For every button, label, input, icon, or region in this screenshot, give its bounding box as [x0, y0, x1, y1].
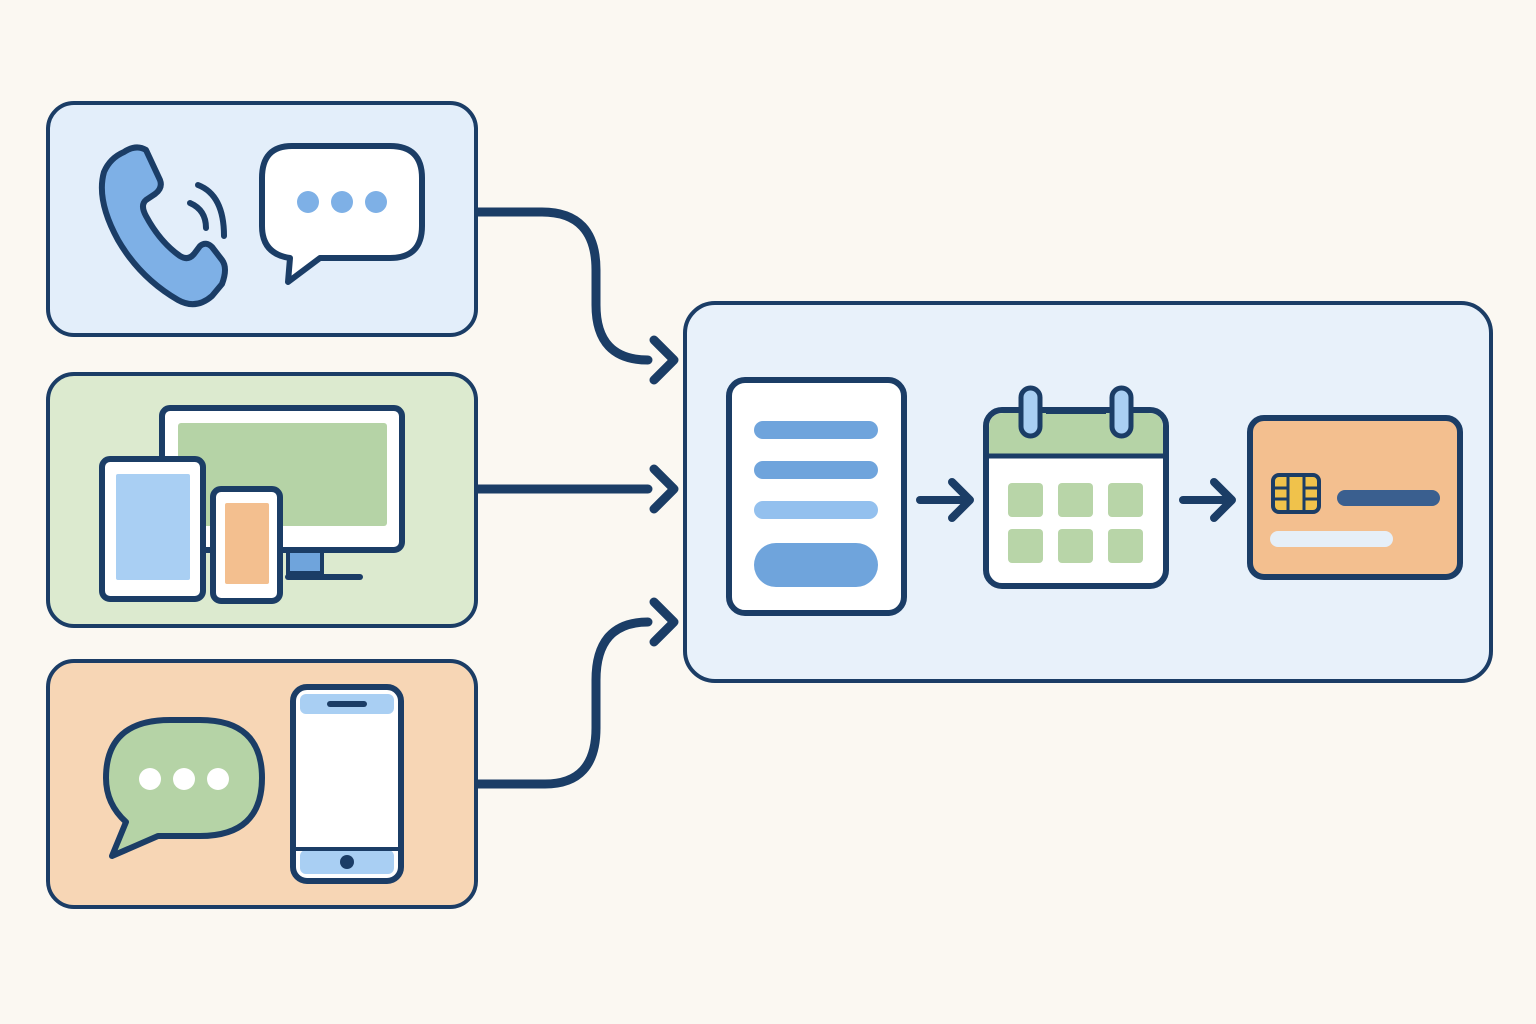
step-arrow	[1179, 478, 1236, 522]
arrowhead-top	[649, 335, 679, 385]
channel-panel-devices	[46, 372, 478, 628]
calendar-ring	[1109, 385, 1134, 439]
form-icon	[726, 377, 907, 616]
typing-dot	[365, 191, 387, 213]
tablet-icon	[99, 456, 206, 602]
calendar-day-cell	[1058, 483, 1093, 517]
connector-arrowheads	[649, 335, 679, 647]
form-field-bar	[754, 461, 878, 479]
channel-panel-voice-messaging	[46, 101, 478, 337]
speech-bubble-icon	[259, 143, 425, 285]
smartphone-icon	[210, 486, 283, 604]
calendar-icon	[983, 385, 1169, 589]
typing-dot	[139, 768, 161, 790]
mobile-phone-icon	[290, 684, 404, 884]
card-name-bar	[1270, 531, 1393, 547]
calendar-day-cell	[1108, 529, 1143, 563]
chat-bubble-icon	[103, 717, 265, 859]
workflow-panel	[683, 301, 1493, 683]
typing-dot	[173, 768, 195, 790]
calendar-day-cell	[1058, 529, 1093, 563]
arrowhead-bottom	[649, 597, 679, 647]
card-number-bar	[1337, 490, 1440, 506]
typing-dot	[207, 768, 229, 790]
payment-card-icon	[1247, 415, 1463, 580]
connector-bottom	[473, 617, 653, 789]
phone-icon	[98, 144, 228, 308]
form-field-bar	[754, 501, 878, 519]
connector-top	[473, 207, 653, 365]
calendar-ring	[1018, 385, 1043, 439]
calendar-day-cell	[1008, 529, 1043, 563]
arrowhead-middle	[649, 464, 679, 514]
calendar-day-cell	[1008, 483, 1043, 517]
calendar-day-cell	[1108, 483, 1143, 517]
typing-dot	[297, 191, 319, 213]
card-chip-icon	[1271, 473, 1321, 514]
form-field-bar	[754, 421, 878, 439]
form-submit-bar	[754, 543, 878, 587]
step-arrow	[916, 478, 974, 522]
connectors	[473, 207, 653, 789]
typing-dot	[331, 191, 353, 213]
channel-panel-chat-mobile	[46, 659, 478, 909]
